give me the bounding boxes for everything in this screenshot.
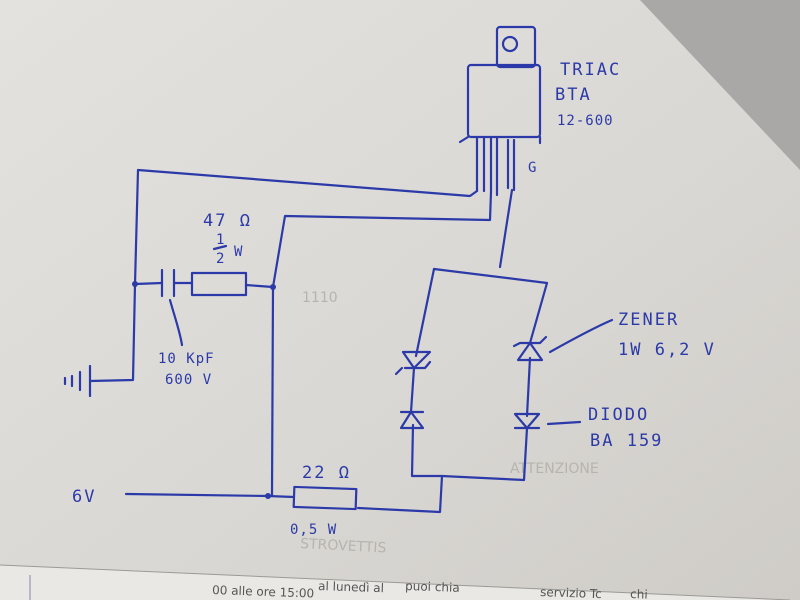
resistor-47-ohm — [190, 271, 248, 297]
supply-label: 6V — [72, 487, 96, 507]
bottom-print-5: chi — [630, 587, 648, 600]
triac-label-2: BTA — [555, 85, 592, 105]
zener-diode-left — [394, 350, 432, 376]
zener-label-2: 1W 6,2 V — [618, 340, 716, 360]
diode-label-1: DIODO — [588, 405, 649, 425]
junction-dot — [265, 493, 271, 499]
junction-dot — [132, 281, 138, 287]
triac-label-1: TRIAC — [560, 60, 621, 80]
bottom-print-3: puoi chia — [405, 579, 460, 595]
bottom-print-1: 00 alle ore 15:00 — [212, 583, 315, 600]
diode-label-2: BA 159 — [590, 431, 663, 451]
bottom-print-4: servizio Tc — [540, 585, 602, 600]
triac-gate-label: G — [528, 160, 537, 176]
resistor-bottom-power: 0,5 W — [290, 522, 337, 538]
ghost-text-3: ATTENZIONE — [510, 461, 599, 477]
diode-leader-line — [546, 420, 582, 426]
resistor-top-power-num: 1 — [216, 232, 225, 248]
capacitor-voltage: 600 V — [165, 372, 212, 388]
ground-symbol — [63, 364, 92, 398]
ghost-text-1: 1110 — [302, 290, 338, 306]
resistor-top-power-den: 2 — [216, 251, 225, 267]
ghost-text-2: STROVETTIS — [300, 536, 387, 556]
diode-right — [513, 412, 541, 430]
bottom-print-2: al lunedì al — [318, 579, 384, 595]
triac-component — [458, 25, 542, 197]
wires — [88, 168, 549, 514]
zener-diode-right — [512, 335, 548, 362]
capacitor-symbol — [160, 268, 184, 347]
triac-label-3: 12-600 — [557, 113, 614, 129]
resistor-22-ohm — [292, 485, 358, 511]
junction-dot — [270, 284, 276, 290]
zener-leader-line — [548, 318, 614, 354]
resistor-top-power-unit: W — [234, 244, 243, 260]
resistor-top-value: 47 Ω — [203, 211, 252, 231]
resistor-bottom-value: 22 Ω — [302, 463, 351, 483]
diode-left — [399, 410, 425, 430]
capacitor-value: 10 KpF — [158, 351, 215, 367]
zener-label-1: ZENER — [618, 310, 679, 330]
